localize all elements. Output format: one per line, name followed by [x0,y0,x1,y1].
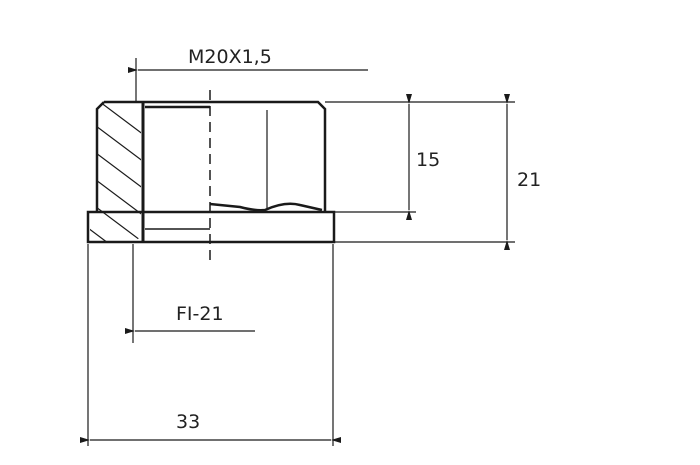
thread-runout [209,202,323,212]
nut-body [86,90,336,262]
section-hatching [90,102,141,242]
flange [86,210,336,244]
hex-outline [104,100,327,212]
left-wall [95,101,105,212]
width-label: 33 [176,411,200,433]
dimensions [80,58,515,446]
total-height-label: 21 [517,169,541,191]
thread-label: M20X1,5 [188,46,272,68]
bore-label: FI-21 [176,303,224,325]
inner-height-label: 15 [416,149,440,171]
